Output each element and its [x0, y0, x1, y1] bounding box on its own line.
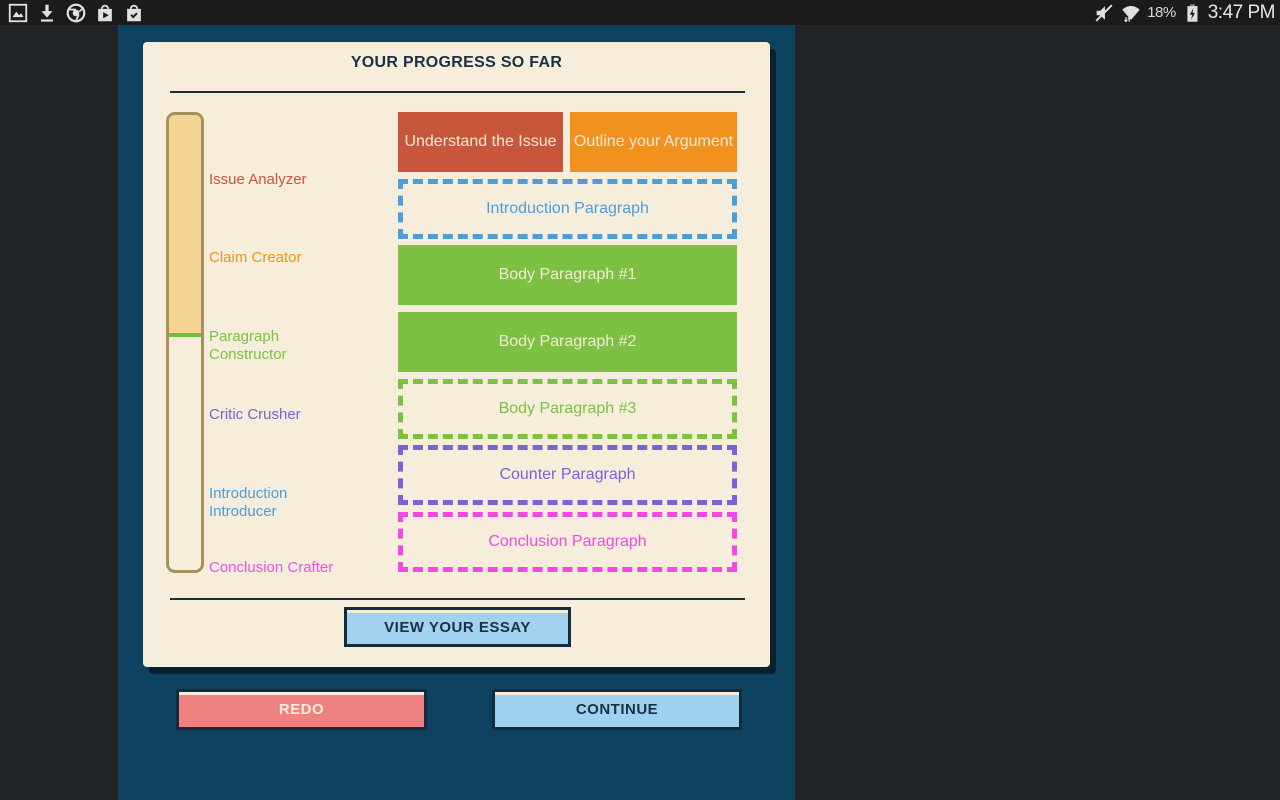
status-bar: 18% 3:47 PM	[0, 0, 1280, 25]
progress-bar-fill	[169, 115, 201, 337]
chrome-icon	[65, 2, 87, 24]
download-icon	[36, 2, 58, 24]
plan-box-understand-issue: Understand the Issue	[398, 112, 563, 172]
plan-box-body-paragraph-2: Body Paragraph #2	[398, 312, 737, 372]
stage-label-issue-analyzer: Issue Analyzer	[209, 171, 307, 188]
battery-charging-icon	[1181, 2, 1203, 24]
stage-label-claim-creator: Claim Creator	[209, 249, 302, 266]
view-essay-button[interactable]: VIEW YOUR ESSAY	[344, 607, 571, 647]
stage-label-critic-crusher: Critic Crusher	[209, 406, 301, 423]
clock: 3:47 PM	[1207, 1, 1276, 23]
plan-box-introduction-paragraph: Introduction Paragraph	[398, 179, 737, 239]
progress-bar	[166, 112, 204, 573]
play-store-icon	[94, 2, 116, 24]
system-status-icons: 18% 3:47 PM	[1093, 0, 1276, 25]
purchases-check-icon	[123, 2, 145, 24]
plan-box-conclusion-paragraph: Conclusion Paragraph	[398, 512, 737, 572]
gallery-icon	[7, 2, 29, 24]
mute-icon	[1093, 2, 1115, 24]
notification-icons	[7, 1, 145, 24]
page-title: YOUR PROGRESS SO FAR	[350, 54, 563, 71]
stage-label-introduction-introducer: Introduction Introducer	[209, 485, 288, 520]
progress-card: YOUR PROGRESS SO FAR Issue Analyzer Clai…	[143, 42, 770, 667]
plan-box-body-paragraph-1: Body Paragraph #1	[398, 245, 737, 305]
divider-bottom	[170, 598, 745, 600]
divider-top	[170, 91, 745, 93]
wifi-icon	[1120, 2, 1142, 24]
redo-button[interactable]: REDO	[176, 689, 427, 730]
continue-button[interactable]: CONTINUE	[492, 689, 742, 730]
plan-box-body-paragraph-3: Body Paragraph #3	[398, 379, 737, 439]
plan-box-counter-paragraph: Counter Paragraph	[398, 445, 737, 505]
battery-percent: 18%	[1147, 4, 1176, 21]
stage-label-paragraph-constructor: Paragraph Constructor	[209, 328, 287, 363]
plan-box-outline-argument: Outline your Argument	[570, 112, 737, 172]
stage-label-conclusion-crafter: Conclusion Crafter	[209, 559, 334, 576]
